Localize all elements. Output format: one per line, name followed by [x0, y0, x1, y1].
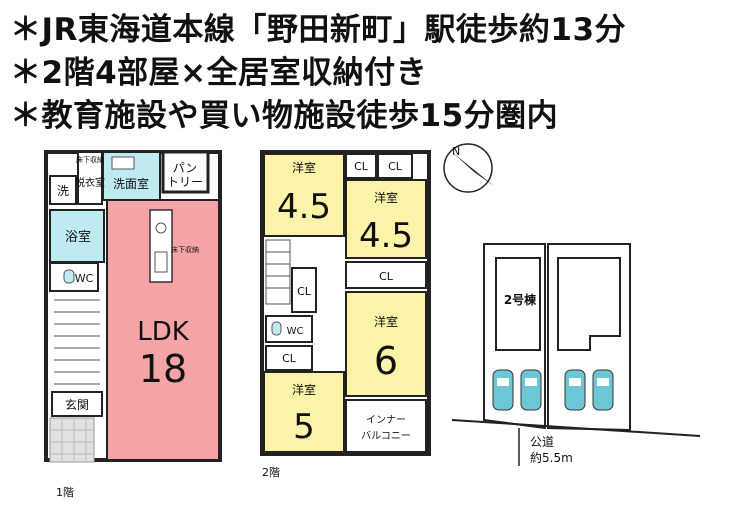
floor1-label: 1階	[56, 485, 74, 499]
bathroom-label: 浴室	[65, 229, 91, 245]
closet-top-a-label: CL	[354, 160, 369, 173]
headline-facilities: ＊教育施設や買い物施設徒歩15分圏内	[10, 98, 559, 134]
site-plan: 2号棟 公道 約5.5m	[451, 243, 701, 466]
pantry-room	[161, 150, 210, 194]
closet-lower	[265, 345, 313, 371]
closet-middle-b	[345, 261, 427, 289]
toilet2-icon	[271, 321, 282, 336]
ldk-size-label: 18	[139, 347, 187, 391]
closet-middle-b-label: CL	[379, 270, 394, 283]
road-edge	[451, 419, 701, 437]
closet-lower-label: CL	[282, 352, 297, 365]
road-label: 公道	[530, 435, 554, 449]
underfloor-storage-label: 床下収納	[76, 155, 104, 164]
building-1	[557, 257, 621, 351]
sink-icon	[111, 156, 135, 170]
closet-top-b-label: CL	[388, 160, 403, 173]
room-d	[263, 371, 345, 453]
closet-top-b	[377, 153, 413, 179]
inner-balcony-label-a: インナー	[366, 414, 406, 426]
pantry-label-a: パン	[173, 161, 198, 175]
building-2-label: 2号棟	[504, 292, 537, 307]
room-d-size: 5	[293, 407, 315, 447]
laundry-label: 洗	[57, 184, 69, 198]
kitchen-sink-icon	[154, 251, 168, 273]
floor2-label: 2階	[262, 465, 280, 479]
wc-label: WC	[75, 272, 94, 285]
room-d-label: 洋室	[292, 382, 316, 397]
kitchen-counter	[149, 209, 173, 283]
room-c-label: 洋室	[374, 314, 398, 329]
wc2-label: WC	[287, 326, 304, 337]
bathroom-room	[49, 209, 105, 263]
closet-middle-a	[291, 267, 317, 313]
car-icon-2	[520, 369, 542, 411]
porch-tile-pattern	[50, 418, 94, 462]
ldk-label: LDK	[137, 317, 190, 347]
room-b	[345, 179, 427, 259]
compass: N	[443, 143, 494, 193]
inner-balcony	[345, 399, 427, 453]
room-b-size: 4.5	[359, 216, 413, 256]
washroom-label: 洗面室	[113, 176, 149, 191]
changing-room	[77, 151, 103, 205]
room-c	[345, 291, 427, 397]
road-width-label: 約5.5m	[530, 450, 573, 465]
compass-north-label: N	[452, 145, 460, 158]
inner-balcony-label-b: バルコニー	[361, 430, 411, 442]
pantry-label-b: トリー	[167, 175, 203, 189]
room-b-label: 洋室	[374, 190, 398, 205]
room-a	[263, 153, 345, 237]
floor2-outer-wall	[260, 150, 431, 456]
porch-area	[49, 417, 95, 463]
stairs-floor1	[54, 299, 100, 385]
compass-ring	[443, 143, 493, 193]
changing-room-label: 脱衣室	[75, 176, 105, 189]
laundry-area	[49, 175, 77, 205]
room-c-size: 6	[374, 339, 398, 383]
headline-rooms: ＊2階4部屋×全居室収納付き	[10, 55, 428, 91]
floor2-plan: 洋室 4.5 CL CL 洋室 4.5 CL CL WC 洋室 6 CL 洋室 …	[260, 150, 431, 479]
entrance-room	[51, 391, 103, 417]
car-icon-3	[564, 369, 586, 411]
kitchen-storage-label: 床下収納	[171, 245, 199, 254]
car-icon-1	[492, 369, 514, 411]
compass-arrow-icon	[452, 152, 494, 186]
car-icon-4	[592, 369, 614, 411]
toilet-icon	[63, 269, 75, 284]
entrance-label: 玄関	[65, 397, 89, 412]
stove-icon	[155, 222, 167, 234]
stairs-floor2	[265, 239, 291, 305]
closet-top-a	[345, 153, 377, 179]
headline-station: ＊JR東海道本線「野田新町」駅徒歩約13分	[10, 12, 627, 48]
floor1-plan: パン トリー 洗面室 床下収納 脱衣室 洗 浴室 WC 床下収納 LDK 18 …	[44, 150, 222, 499]
room-a-size: 4.5	[277, 187, 331, 227]
room-a-label: 洋室	[292, 160, 316, 175]
building-2	[495, 257, 541, 351]
closet-middle-a-label: CL	[297, 285, 312, 298]
